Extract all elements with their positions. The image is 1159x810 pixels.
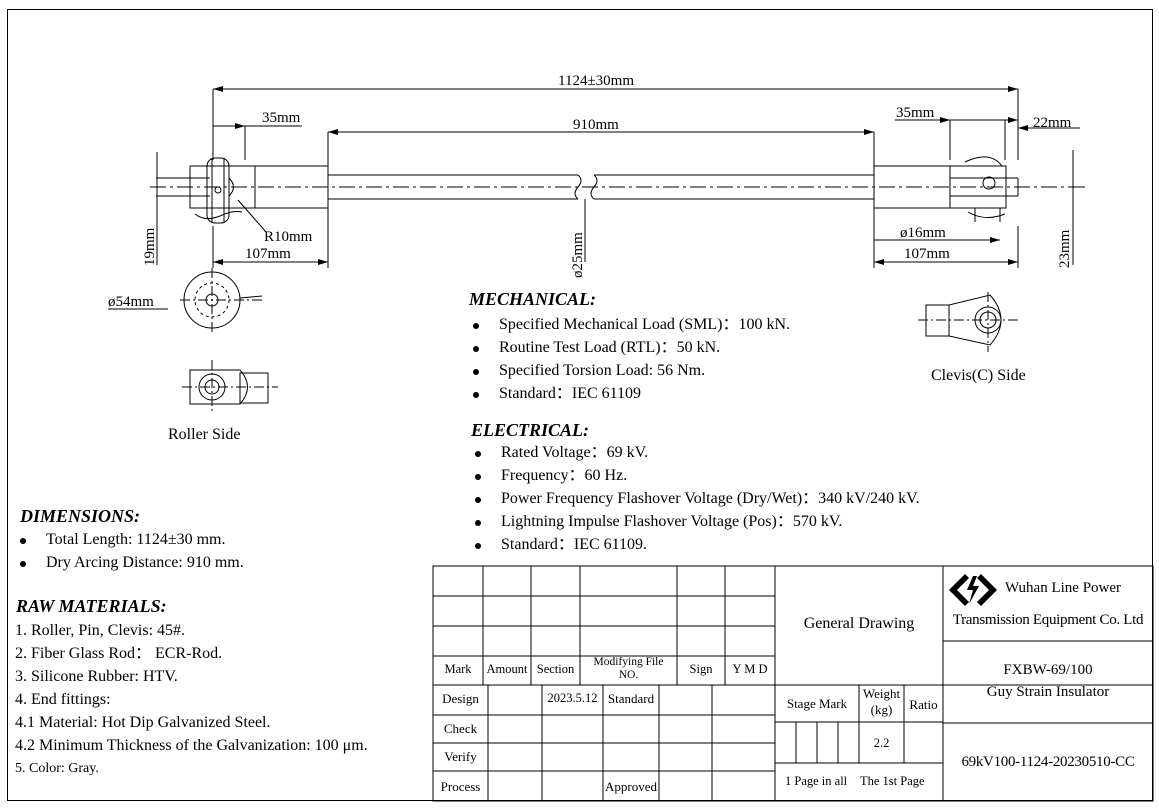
dim-shed: ø54mm (108, 294, 154, 310)
tb-product-code: FXBW-69/100 (1003, 662, 1093, 678)
dim-left-height: 19mm (142, 227, 158, 266)
dim-clevis-tip: 22mm (1033, 115, 1072, 131)
dimensions-item: Total Length: 1124±30 mm. (16, 528, 244, 551)
materials-line: 4.1 Material: Hot Dip Galvanized Steel. (15, 714, 271, 731)
materials-line: 4.2 Minimum Thickness of the Galvanizati… (15, 737, 368, 754)
tb-header-mark: Mark (444, 662, 472, 676)
materials-line: 1. Roller, Pin, Clevis: 45#. (15, 622, 186, 639)
mechanical-item: Specified Mechanical Load (SML)：100 kN. (469, 313, 790, 336)
mechanical-item: Routine Test Load (RTL)：50 kN. (469, 336, 790, 359)
materials-line: 2. Fiber Glass Rod： ECR-Rod. (15, 645, 223, 662)
dimensions-list: Total Length: 1124±30 mm. Dry Arcing Dis… (16, 528, 244, 574)
tb-process: Process (440, 779, 481, 794)
roller-end (156, 157, 256, 224)
tb-header-ymd: Y M D (732, 662, 768, 676)
tb-header-sign: Sign (689, 662, 713, 676)
tb-verify: Verify (444, 749, 477, 764)
dim-radius: R10mm (264, 229, 313, 245)
dim-clevis-end: 35mm (896, 105, 935, 121)
tb-pages: 1 Page in all (785, 774, 848, 788)
materials-line: 3. Silicone Rubber: HTV. (15, 668, 178, 685)
mechanical-heading: MECHANICAL: (469, 289, 597, 309)
electrical-item: Standard：IEC 61109. (471, 533, 920, 556)
mechanical-item: Standard：IEC 61109 (469, 382, 790, 405)
dim-dry-arc: 910mm (573, 117, 619, 133)
electrical-item: Frequency：60 Hz. (471, 464, 920, 487)
materials-list: 1. Roller, Pin, Clevis: 45#. 2. Fiber Gl… (15, 619, 368, 780)
electrical-item: Lightning Impulse Flashover Voltage (Pos… (471, 510, 920, 533)
tb-header-amount: Amount (486, 662, 528, 676)
materials-heading: RAW MATERIALS: (16, 596, 167, 616)
shed-section-view (108, 268, 265, 334)
tb-header-section: Section (536, 662, 575, 676)
tb-header-modfile: Modifying File NO. (580, 656, 677, 682)
dim-total: 1124±30mm (558, 73, 634, 89)
dimensions-item: Dry Arcing Distance: 910 mm. (16, 551, 244, 574)
roller-side-view (182, 360, 278, 414)
materials-line: 4. End fittings: (15, 691, 111, 708)
dim-roller-end: 35mm (262, 110, 301, 126)
tb-product-name: Guy Strain Insulator (986, 684, 1110, 700)
tb-weight-2: (kg) (870, 702, 893, 717)
roller-side-label: Roller Side (168, 426, 241, 443)
dim-pin: ø16mm (900, 225, 946, 241)
electrical-heading: ELECTRICAL: (471, 420, 590, 440)
tb-ratio: Ratio (909, 697, 938, 712)
company-logo (949, 574, 997, 606)
tb-check: Check (443, 721, 478, 736)
tb-weight-1: Weight (862, 686, 901, 701)
clevis-end (949, 156, 1019, 222)
dim-fitting-left: 107mm (245, 246, 291, 262)
tb-header-modfile-1: Modifying File (593, 656, 664, 668)
tb-general-drawing: General Drawing (803, 615, 915, 632)
dim-rod: ø25mm (570, 232, 586, 278)
dimension-lines (156, 88, 1080, 268)
tb-standard: Standard (607, 691, 655, 706)
tb-company-2: Transmission Equipment Co. Ltd (952, 612, 1144, 628)
tb-drawing-no: 69kV100-1124-20230510-CC (961, 754, 1135, 770)
dimensions-heading: DIMENSIONS: (20, 506, 141, 526)
materials-line: 5. Color: Gray. (15, 761, 99, 776)
electrical-item: Rated Voltage：69 kV. (471, 441, 920, 464)
tb-header-modfile-2: NO. (618, 669, 639, 681)
tb-date: 2023.5.12 (547, 691, 598, 705)
mechanical-item: Specified Torsion Load: 56 Nm. (469, 359, 790, 382)
rod (328, 174, 874, 200)
dim-fitting-right: 107mm (904, 246, 950, 262)
tb-weight-value: 2.2 (873, 736, 890, 750)
mechanical-list: Specified Mechanical Load (SML)：100 kN. … (469, 313, 790, 405)
left-fitting (254, 165, 329, 209)
tb-company-1: Wuhan Line Power (1005, 580, 1122, 596)
clevis-side-view (918, 292, 1018, 352)
tb-approved: Approved (605, 779, 657, 794)
tb-this-page: The 1st Page (860, 774, 925, 788)
electrical-list: Rated Voltage：69 kV. Frequency：60 Hz. Po… (471, 441, 920, 556)
clevis-side-label: Clevis(C) Side (931, 367, 1026, 384)
electrical-item: Power Frequency Flashover Voltage (Dry/W… (471, 487, 920, 510)
tb-stage-mark: Stage Mark (786, 696, 848, 711)
dim-right-height: 23mm (1057, 229, 1073, 268)
tb-weight: Weight (kg) (859, 686, 904, 718)
tb-design: Design (442, 691, 479, 706)
